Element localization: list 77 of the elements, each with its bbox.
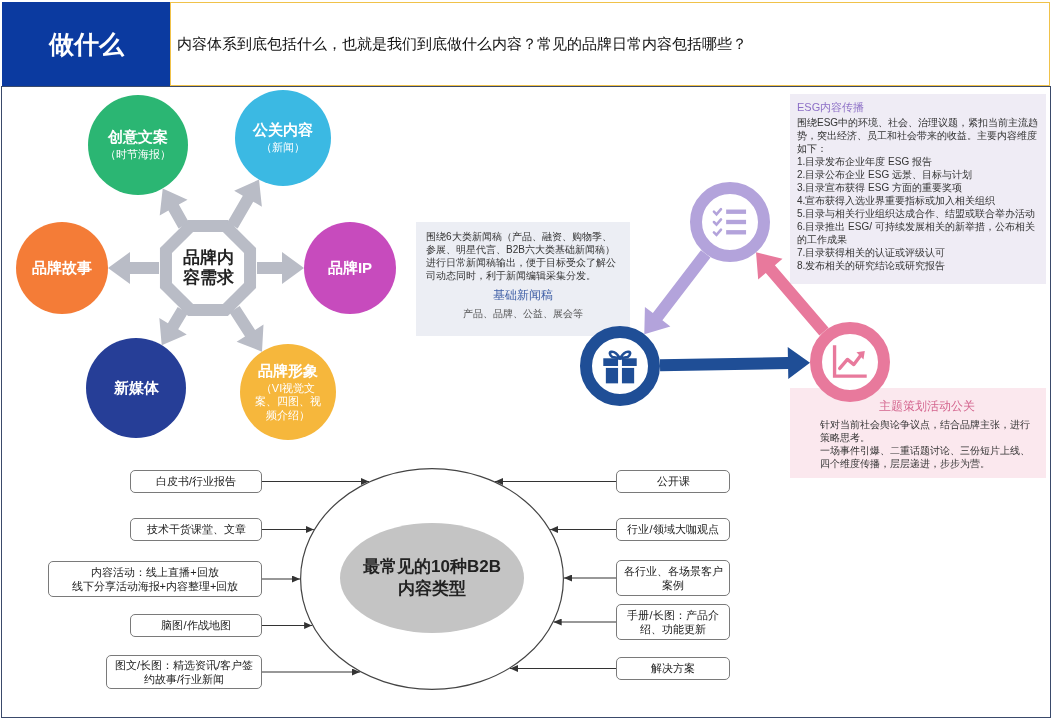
arrow: [494, 478, 617, 485]
content-type-box: [616, 470, 730, 493]
icon-circle: [690, 182, 770, 262]
list-item: 5.目录与相关行业组织达成合作、结盟或联合举办活动: [797, 207, 1037, 221]
arrow: [261, 622, 313, 629]
content-type-box: [130, 470, 262, 493]
topic-subtitle: （时节海报）: [104, 148, 172, 162]
content-type-box: [130, 518, 262, 541]
arrow: [509, 665, 617, 672]
keyword-line: 产品、品牌、公益、展会等: [462, 306, 584, 320]
content-type-label: 解决方案: [651, 661, 695, 676]
content-type-label: 内容活动：线上直播+回放: [91, 564, 219, 579]
arrow: [549, 526, 617, 533]
thick-arrow: [229, 305, 264, 352]
topic-subtitle: （VI视觉文案、四图、视频介绍）: [254, 382, 322, 422]
content-type-label: 图文/长图：精选资讯/客户签约故事/行业新闻: [113, 657, 255, 687]
text-panel: [416, 222, 630, 336]
content-type-box: [130, 614, 262, 637]
arrow: [563, 574, 617, 582]
paragraph: 围绕ESG中的环境、社会、治理议题，紧扣当前主流趋势，突出经济、员工和社会带来的收益。主要内容维度如下：: [797, 116, 1039, 156]
thick-arrow: [644, 250, 711, 335]
content-type-label: 线下分享活动海报+内容整理+回放: [71, 579, 239, 594]
list-item: 3.目录宣布获得 ESG 方面的重要奖项: [797, 181, 963, 195]
topic-title: 新媒体: [113, 379, 159, 397]
thick-arrow: [159, 306, 188, 346]
thick-arrow: [659, 347, 810, 380]
content-type-box: [106, 655, 262, 689]
list-item: 4.宣布获得入选业界重要指标或加入相关组织: [797, 194, 997, 208]
thick-arrow: [227, 179, 262, 229]
topic-title: 品牌IP: [327, 259, 373, 277]
outer-ellipse: [300, 468, 564, 690]
arrow: [261, 526, 315, 533]
page-title: 做什么: [2, 2, 170, 86]
thick-arrow: [159, 188, 189, 229]
paragraph: 围绕6大类新闻稿（产品、融资、购物季、参展、明星代言、B2B六大类基础新闻稿）进行日常新闻稿输出，便于目标受众了解公司动态同时，利于新闻编辑采集分发。: [426, 230, 617, 282]
text-panel: [790, 388, 1046, 478]
content-type-label: 各行业、各场景客户案例: [622, 563, 724, 593]
icon-circle: [810, 322, 890, 402]
content-type-box: [616, 560, 730, 596]
list-item: 7.目录获得相关的认证或评级认可: [797, 246, 947, 260]
panel-heading: 主题策划活动公关: [878, 399, 976, 415]
arrow: [261, 478, 370, 485]
content-type-label: 脑图/作战地图: [161, 618, 231, 633]
content-type-label: 手册/长图：产品介绍、功能更新: [626, 607, 720, 637]
thick-arrow: [756, 252, 829, 336]
arrow: [261, 668, 361, 676]
thick-arrow: [257, 252, 304, 284]
list-item: 1.目录发布企业年度 ESG 报告: [797, 155, 933, 169]
question-text: 内容体系到底包括什么，也就是我们到底做什么内容？常见的品牌日常内容包括哪些？: [177, 34, 747, 54]
content-type-box: [48, 561, 262, 597]
list-item: 6.目录推出 ESG/ 可持续发展相关的新举措，公布相关的工作成果: [797, 220, 1036, 247]
topic-title: 公关内容: [253, 121, 313, 140]
panel-heading: 基础新闻稿: [492, 288, 554, 304]
list-item: 8.发布相关的研究结论或研究报告: [797, 259, 947, 273]
content-type-label: 行业/领域大咖观点: [627, 522, 719, 537]
panel-heading: ESG内容传播: [797, 100, 866, 115]
content-type-label: 白皮书/行业报告: [155, 474, 237, 489]
topic-title: 品牌故事: [32, 259, 92, 277]
text-panel: [790, 94, 1046, 284]
question-box: [170, 2, 1050, 86]
arrow: [261, 575, 301, 583]
content-type-box: [616, 604, 730, 640]
hub-label: 品牌内容需求: [181, 247, 235, 289]
paragraph: 一场事件引爆、二重话题讨论、三份短片上线、四个维度传播，层层递进，步步为营。: [820, 443, 1031, 470]
icon-circle: [580, 326, 660, 406]
content-type-box: [616, 657, 730, 680]
content-type-box: [616, 518, 730, 541]
topic-subtitle: （新闻）: [260, 141, 306, 155]
list-item: 2.目录公布企业 ESG 远景、目标与计划: [797, 168, 973, 182]
thick-arrow: [108, 252, 159, 284]
arrow: [553, 618, 617, 626]
center-label: 最常见的10种B2B内容类型: [362, 555, 502, 600]
paragraph: 针对当前社会舆论争议点，结合品牌主张，进行策略思考。: [820, 417, 1031, 444]
content-type-label: 技术干货课堂、文章: [146, 522, 246, 537]
topic-title: 创意文案: [108, 128, 168, 147]
content-type-label: 公开课: [656, 474, 690, 489]
topic-title: 品牌形象: [258, 362, 318, 381]
